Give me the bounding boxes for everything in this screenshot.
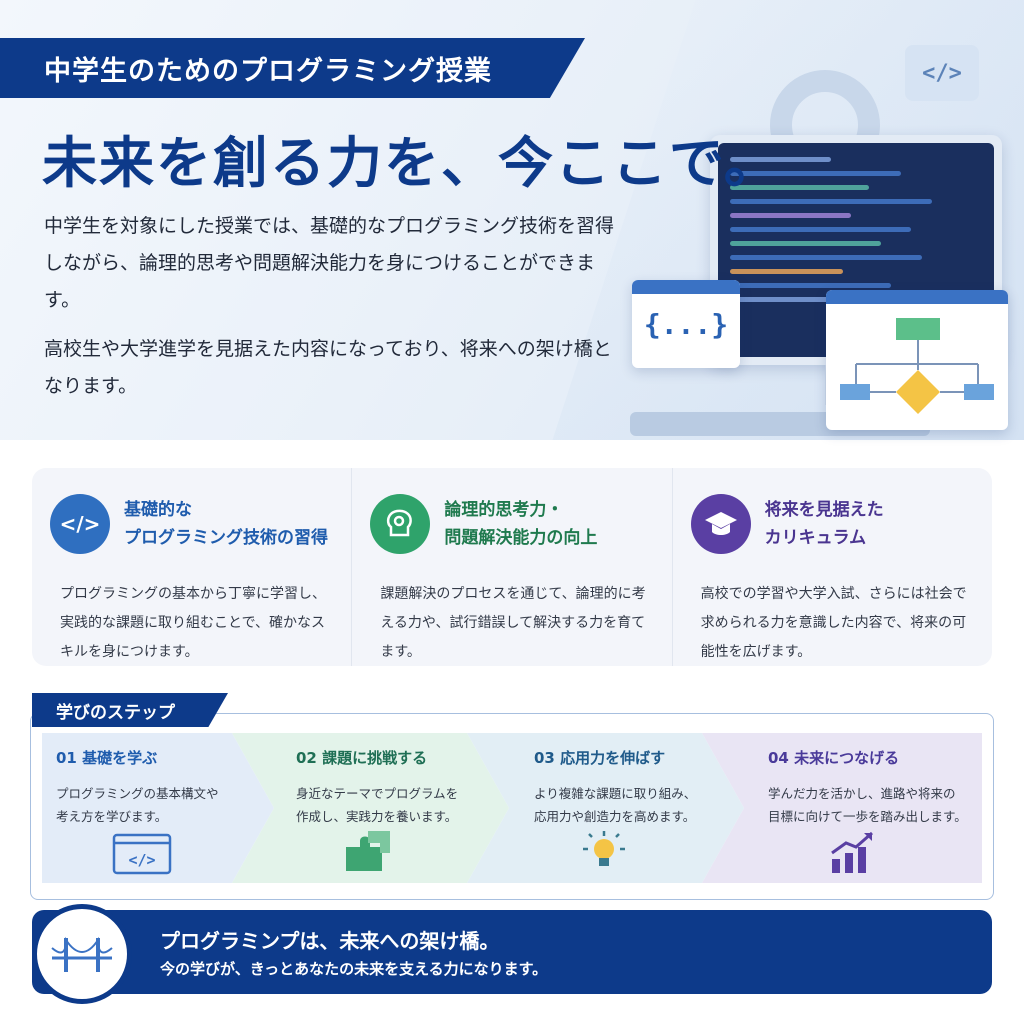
flowchart-window (826, 290, 1008, 430)
svg-text:</>: </> (128, 851, 155, 869)
lead-text: 中学生を対象にした授業では、基礎的なプログラミング技術を習得しながら、論理的思考… (44, 208, 624, 405)
step-2: 02 課題に挑戦する 身近なテーマでプログラムを作成し、実践力を養います。 (282, 733, 492, 883)
feature-cards: </> 基礎的な プログラミング技術の習得 プログラミングの基本から丁寧に学習し… (32, 468, 992, 666)
banner-subtitle: 今の学びが、きっとあなたの未来を支える力になります。 (160, 960, 548, 978)
graduation-cap-icon (690, 494, 751, 554)
flowchart-icon (840, 318, 994, 414)
feature-title: 将来を見据えた カリキュラム (764, 500, 884, 548)
lightbulb-icon (583, 831, 625, 866)
steps-row: 01 基礎を学ぶ プログラミングの基本構文や考え方を学びます。 </> 02 課… (42, 733, 982, 883)
code-tag-icon: </> (905, 45, 979, 101)
step-arrows (42, 733, 982, 883)
feature-body: 高校での学習や大学入試、さらには社会で求められる力を意識した内容で、将来の可能性… (700, 586, 967, 660)
feature-card-basics: </> 基礎的な プログラミング技術の習得 プログラミングの基本から丁寧に学習し… (32, 468, 353, 666)
steps-label: 学びのステップ (32, 693, 228, 727)
bridge-icon (32, 904, 132, 1004)
code-icon: </> (50, 494, 110, 554)
step-3: 03 応用力を伸ばす より複雑な課題に取り組み、応用力や創造力を高めます。 (520, 733, 730, 883)
feature-card-logic: 論理的思考力・ 問題解決能力の向上 課題解決のプロセスを通じて、論理的に考える力… (352, 468, 673, 666)
code-window-icon: </> (112, 833, 172, 875)
step-1: 01 基礎を学ぶ プログラミングの基本構文や考え方を学びます。 </> (42, 733, 242, 883)
course-ribbon: 中学生のためのプログラミング授業 (0, 38, 585, 98)
step-4: 04 未来につなげる 学んだ力を活かし、進路や将来の目標に向けて一歩を踏み出しま… (754, 733, 982, 883)
code-window: {...} (632, 280, 740, 368)
banner-title: プログラミンプは、未来への架け橋。 (160, 929, 500, 953)
puzzle-icon (346, 831, 390, 871)
headline: 未来を創る力を、今ここで。 (42, 131, 781, 195)
bottom-banner (32, 910, 992, 994)
feature-card-curriculum: 将来を見据えた カリキュラム 高校での学習や大学入試、さらには社会で求められる力… (673, 468, 992, 666)
lead-paragraph-1: 中学生を対象にした授業では、基礎的なプログラミング技術を習得しながら、論理的思考… (44, 215, 615, 311)
course-ribbon-text: 中学生のためのプログラミング授業 (44, 55, 492, 87)
feature-body: 課題解決のプロセスを通じて、論理的に考える力や、試行錯誤して解決する力を育てます… (380, 586, 646, 660)
brain-gear-icon (370, 494, 431, 554)
growth-chart-icon (831, 831, 873, 873)
braces-icon: {...} (643, 308, 729, 341)
lead-paragraph-2: 高校生や大学進学を見据えた内容になっており、将来への架け橋となります。 (44, 338, 612, 397)
computer-illustration: </> {...} (620, 40, 1024, 440)
feature-title: 論理的思考力・ 問題解決能力の向上 (444, 500, 598, 548)
feature-body: プログラミングの基本から丁寧に学習し、実践的な課題に取り組むことで、確かなスキル… (60, 586, 326, 660)
feature-title: 基礎的な プログラミング技術の習得 (124, 500, 328, 548)
